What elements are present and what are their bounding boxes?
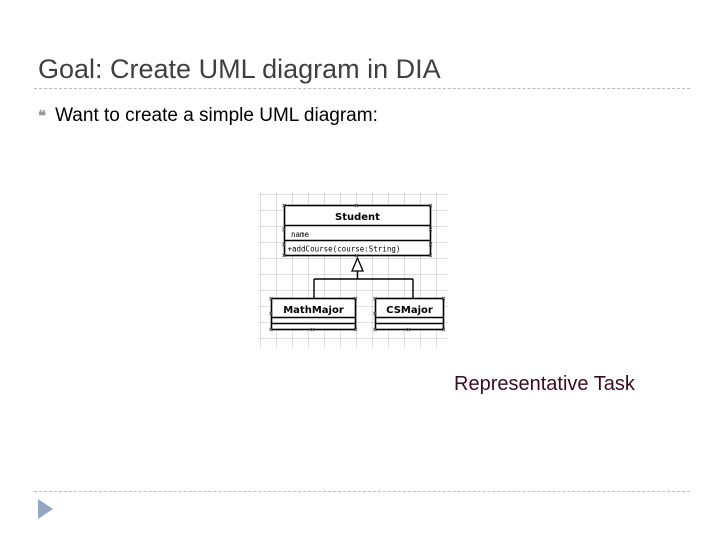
play-triangle-icon [38, 499, 53, 519]
uml-attribute-student-0: name [291, 230, 310, 239]
uml-class-csmajor: CSMajor [373, 296, 446, 332]
uml-class-student: Student name +addCourse(course:String) [282, 203, 433, 258]
uml-operation-student-0: +addCourse(course:String) [288, 245, 401, 254]
page-title: Goal: Create UML diagram in DIA [38, 54, 441, 84]
title-divider [34, 88, 690, 89]
uml-class-name-mathmajor: MathMajor [283, 305, 344, 316]
footer-divider [34, 491, 690, 492]
bullet-marker-icon: ❝ [38, 109, 47, 125]
uml-diagram-image: Student name +addCourse(course:String) [258, 192, 448, 348]
bullet-list-item: ❝ Want to create a simple UML diagram: [38, 103, 678, 130]
representative-task-caption: Representative Task [454, 373, 635, 395]
uml-class-name-csmajor: CSMajor [386, 305, 433, 316]
uml-class-name-student: Student [335, 212, 380, 223]
uml-class-mathmajor: MathMajor [269, 296, 358, 332]
bullet-item-label: Want to create a simple UML diagram: [55, 105, 378, 126]
uml-generalization-links [313, 256, 414, 298]
